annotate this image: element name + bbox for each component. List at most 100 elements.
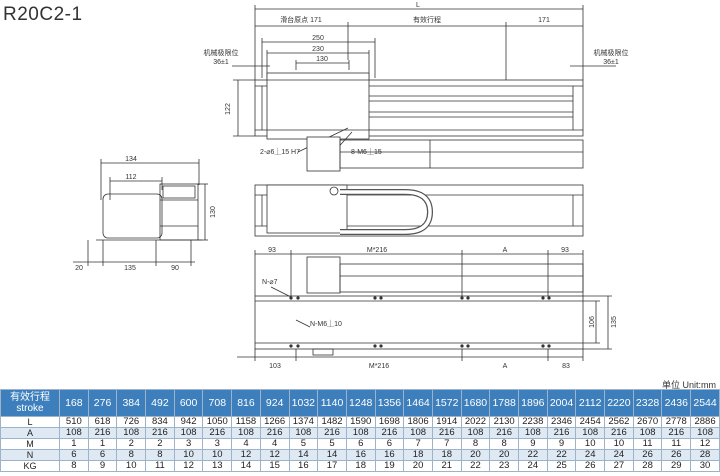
spec-cell: 10 xyxy=(173,449,204,461)
bottom-view xyxy=(237,250,612,361)
dim-250: 250 xyxy=(312,35,324,42)
spec-cell: 216 xyxy=(259,427,290,439)
spec-cell: 3 xyxy=(202,438,233,450)
spec-cell: 10 xyxy=(575,438,606,450)
dim-106: 106 xyxy=(589,316,596,328)
spec-cell: 10 xyxy=(202,449,233,461)
stroke-value: 2328 xyxy=(632,389,663,417)
dim-130-height: 130 xyxy=(210,206,217,218)
spec-cell: 11 xyxy=(661,438,692,450)
spec-cell: 16 xyxy=(288,460,319,472)
spec-cell: 13 xyxy=(202,460,233,472)
spec-row-label: A xyxy=(0,427,60,439)
spec-cell: 24 xyxy=(518,460,548,472)
spec-cell: 1050 xyxy=(202,416,233,428)
top-view xyxy=(232,5,616,153)
spec-cell: 216 xyxy=(489,427,519,439)
spec-cell: 23 xyxy=(489,460,519,472)
dim-slider-origin: 滑台原点 171 xyxy=(280,15,322,24)
stroke-value: 2004 xyxy=(546,389,577,417)
spec-cell: 6 xyxy=(59,449,89,461)
unit-label: 单位 Unit:mm xyxy=(661,380,716,390)
spec-cell: 28 xyxy=(690,449,720,461)
stroke-value: 492 xyxy=(145,389,175,417)
spec-cell: 108 xyxy=(59,427,89,439)
spec-cell: 2670 xyxy=(632,416,663,428)
spec-cell: 1266 xyxy=(259,416,290,428)
spec-cell: 216 xyxy=(661,427,692,439)
model-title: R20C2-1 xyxy=(3,4,83,25)
bottom-view-holes xyxy=(289,296,551,348)
spec-cell: 2454 xyxy=(575,416,606,428)
stroke-value: 1248 xyxy=(345,389,376,417)
spec-cell: 2 xyxy=(145,438,175,450)
hole-callout-pin: 2-⌀6⏊15 H7 xyxy=(260,147,300,156)
spec-cell: 1 xyxy=(87,438,118,450)
spec-cell: 108 xyxy=(116,427,147,439)
dim-122: 122 xyxy=(225,103,232,115)
spec-cell: 14 xyxy=(288,449,319,461)
spec-row-label: KG xyxy=(0,460,60,472)
dim-A-top: A xyxy=(503,247,508,254)
dim-93-right: 93 xyxy=(561,247,569,254)
spec-cell: 6 xyxy=(87,449,118,461)
spec-cell: 12 xyxy=(231,449,261,461)
spec-cell: 4 xyxy=(259,438,290,450)
spec-cell: 1 xyxy=(59,438,89,450)
spec-cell: 26 xyxy=(575,460,606,472)
spec-cell: 22 xyxy=(518,449,548,461)
stroke-value: 384 xyxy=(116,389,147,417)
carriage-view xyxy=(254,136,584,237)
spec-cell: 108 xyxy=(345,427,376,439)
spec-cell: 216 xyxy=(145,427,175,439)
dim-135-width: 135 xyxy=(124,265,136,272)
hole-n-m6: N-M6⏊10 xyxy=(310,319,342,328)
dim-83: 83 xyxy=(562,363,570,370)
stroke-value: 1140 xyxy=(317,389,347,417)
stroke-value: 2112 xyxy=(575,389,606,417)
spec-row-label: N xyxy=(0,449,60,461)
spec-cell: 2022 xyxy=(460,416,491,428)
stroke-label-en: stroke xyxy=(16,403,44,414)
spec-cell: 15 xyxy=(259,460,290,472)
spec-cell: 108 xyxy=(690,427,720,439)
spec-cell: 7 xyxy=(403,438,433,450)
spec-cell: 21 xyxy=(431,460,462,472)
spec-cell: 510 xyxy=(59,416,89,428)
spec-cell: 2130 xyxy=(489,416,519,428)
spec-cell: 2238 xyxy=(518,416,548,428)
spec-cell: 9 xyxy=(518,438,548,450)
stroke-value: 276 xyxy=(87,389,118,417)
spec-cell: 9 xyxy=(546,438,577,450)
spec-cell: 108 xyxy=(632,427,663,439)
spec-row-label: M xyxy=(0,438,60,450)
spec-cell: 216 xyxy=(374,427,405,439)
spec-cell: 1806 xyxy=(403,416,433,428)
spec-cell: 24 xyxy=(575,449,606,461)
spec-cell: 108 xyxy=(403,427,433,439)
spec-cell: 8 xyxy=(145,449,175,461)
stroke-value: 168 xyxy=(59,389,89,417)
spec-cell: 12 xyxy=(173,460,204,472)
hole-callout-m6: 8-M6⏊15 xyxy=(351,147,382,156)
spec-cell: 17 xyxy=(317,460,347,472)
limit-right-label: 机械极限位 xyxy=(594,48,629,57)
spec-cell: 27 xyxy=(604,460,634,472)
stroke-value: 708 xyxy=(202,389,233,417)
spec-cell: 108 xyxy=(231,427,261,439)
dim-m216-bottom: M*216 xyxy=(369,363,389,370)
spec-cell: 10 xyxy=(116,460,147,472)
dim-A-bottom: A xyxy=(503,363,508,370)
stroke-value: 1572 xyxy=(431,389,462,417)
stroke-value: 1464 xyxy=(403,389,433,417)
spec-cell: 26 xyxy=(632,449,663,461)
spec-cell: 11 xyxy=(145,460,175,472)
spec-cell: 216 xyxy=(604,427,634,439)
spec-cell: 108 xyxy=(518,427,548,439)
spec-cell: 18 xyxy=(345,460,376,472)
dim-135-depth: 135 xyxy=(611,316,618,328)
stroke-value: 924 xyxy=(259,389,290,417)
